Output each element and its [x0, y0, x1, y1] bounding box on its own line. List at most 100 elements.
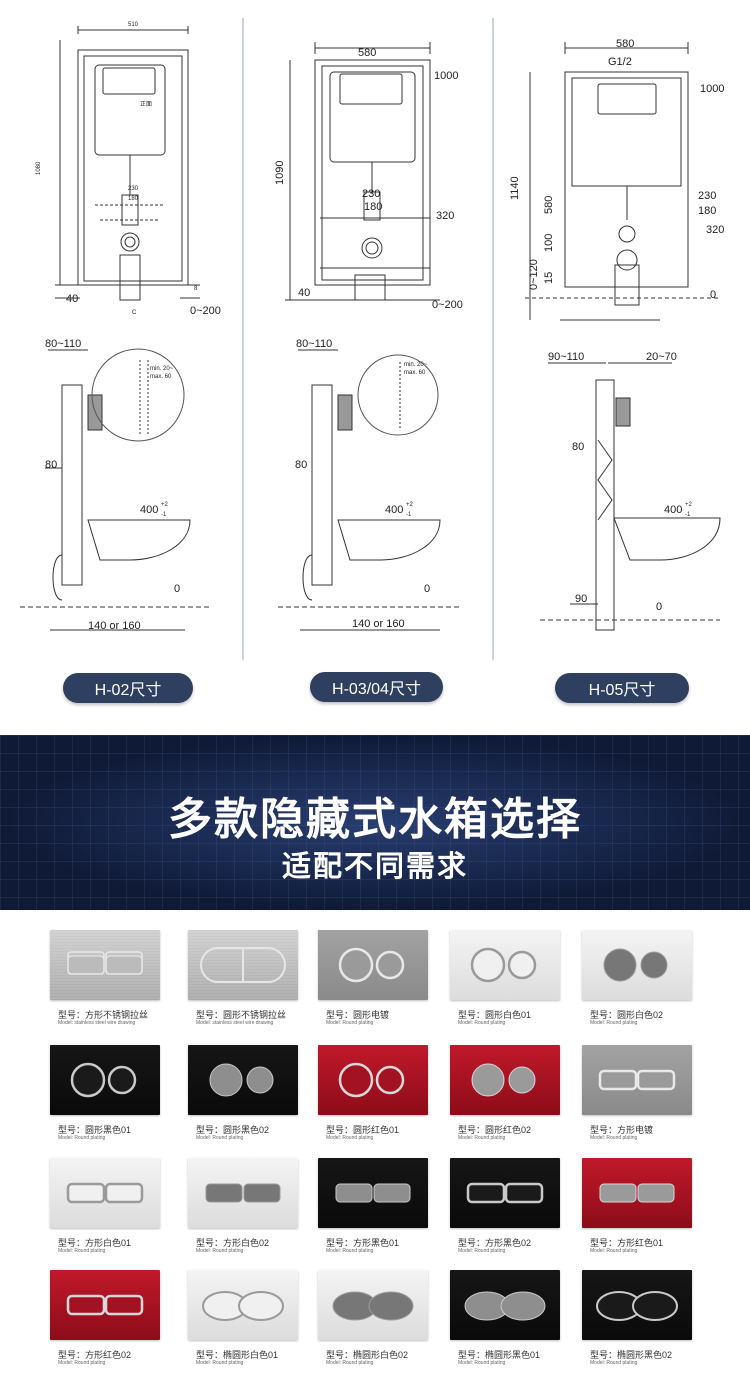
h02-side-140-160: 140 or 160 — [88, 620, 141, 632]
h02-dim-230: 230 — [128, 186, 139, 192]
h03-width-dim: 580 — [358, 47, 376, 59]
product-model-label: 型号：圆形不锈钢拉丝 — [196, 1010, 287, 1020]
flush-button — [470, 947, 506, 983]
h05-width-dim: 580 — [616, 38, 634, 50]
product-model-label: 型号：圆形电镀 — [326, 1010, 390, 1020]
h02-front-drawing — [55, 26, 200, 301]
flush-button-graphic — [188, 931, 298, 999]
flush-button — [200, 947, 244, 983]
flush-button — [205, 1183, 243, 1203]
h02-side-400: 400 — [140, 504, 158, 516]
product-model-sub: Model: Round plating — [590, 1135, 638, 1141]
h03-dim-0-200: 0~200 — [432, 299, 463, 311]
product-model-label: 型号：椭圆形白色01 — [196, 1350, 279, 1360]
flush-button — [338, 947, 374, 983]
flush-button-graphic — [338, 947, 405, 983]
flush-plate-image — [50, 930, 160, 1000]
flush-button — [209, 1063, 243, 1097]
flush-plate-image — [50, 1045, 160, 1115]
h05-front-drawing — [525, 42, 720, 321]
h05-dim-230: 230 — [698, 190, 716, 202]
selection-banner: 多款隐藏式水箱选择 适配不同需求 — [0, 735, 750, 910]
flush-button — [466, 1182, 506, 1204]
flush-button-graphic — [596, 1291, 678, 1321]
h02-dim-8: 8 — [194, 286, 198, 292]
flush-button-graphic — [603, 948, 668, 982]
flush-plate-image — [318, 1270, 428, 1340]
flush-plate-image — [188, 930, 298, 1000]
flush-button-graphic — [338, 1062, 405, 1098]
flush-button-graphic — [471, 1063, 536, 1097]
flush-button-graphic — [464, 1291, 546, 1321]
h03-height-dim: 1090 — [274, 161, 286, 185]
flush-button-graphic — [66, 1182, 144, 1204]
h03-max-label: max. 60 — [404, 370, 426, 376]
flush-button — [105, 951, 143, 975]
flush-button-graphic — [202, 1291, 284, 1321]
h02-width-dim: 510 — [128, 22, 139, 28]
flush-button-graphic — [66, 1294, 144, 1316]
h05-dim-180: 180 — [698, 205, 716, 217]
h05-side-400-sup: +2 — [685, 502, 693, 508]
flush-plate-image — [50, 1158, 160, 1228]
h03-front-drawing — [285, 42, 440, 301]
h05-dim-580: 580 — [543, 196, 555, 214]
h02-dim-c: C — [132, 310, 137, 316]
flush-button — [598, 1069, 638, 1091]
product-model-label: 型号：圆形黑色02 — [196, 1125, 270, 1135]
flush-button-graphic — [470, 947, 537, 983]
flush-button — [66, 1182, 106, 1204]
flush-button — [238, 1291, 284, 1321]
h02-side-0: 0 — [174, 583, 180, 595]
h05-height-dim: 1140 — [509, 176, 521, 200]
flush-button-graphic — [599, 1183, 675, 1203]
h02-side-80: 80 — [45, 459, 57, 471]
h05-dim-100: 100 — [543, 234, 555, 252]
badge-h05: H-05尺寸 — [555, 673, 689, 703]
h03-side-80: 80 — [295, 459, 307, 471]
product-model-sub: Model: Round plating — [58, 1248, 106, 1254]
flush-plate-image — [582, 1045, 692, 1115]
flush-button — [67, 951, 105, 975]
banner-subtitle: 适配不同需求 — [281, 851, 468, 883]
flush-button — [636, 1069, 676, 1091]
product-model-sub: Model: Round plating — [326, 1020, 374, 1026]
flush-button — [66, 1294, 106, 1316]
h05-side-90-110: 90~110 — [548, 351, 584, 363]
flush-button — [637, 1183, 675, 1203]
flush-button — [471, 1063, 505, 1097]
flush-button-graphic — [332, 1291, 414, 1321]
h02-dim-180: 180 — [128, 196, 139, 202]
product-model-label: 型号：方形黑色01 — [326, 1238, 400, 1248]
h05-side-400-sub: -1 — [685, 512, 691, 518]
flush-button — [507, 950, 537, 980]
flush-button — [375, 1065, 405, 1095]
flush-button — [104, 1294, 144, 1316]
drawings-svg: 510 1080 正面 230 180 40 0~200 C 8 — [20, 18, 724, 660]
h05-side-20-70: 20~70 — [646, 351, 677, 363]
flush-plate-image — [188, 1158, 298, 1228]
h03-min-label: min. 20~ — [404, 362, 428, 368]
h05-side-0: 0 — [656, 601, 662, 613]
flush-button — [368, 1291, 414, 1321]
h03-dim-40: 40 — [298, 287, 310, 299]
flush-plate-image — [582, 1158, 692, 1228]
flush-button — [70, 1062, 106, 1098]
badge-h03: H-03/04尺寸 — [310, 672, 443, 702]
h03-side-140-160: 140 or 160 — [352, 618, 405, 630]
h03-side-400: 400 — [385, 504, 403, 516]
product-model-sub: Model: Round plating — [196, 1248, 244, 1254]
h05-g12: G1/2 — [608, 56, 632, 68]
h05-dim-1000: 1000 — [700, 83, 724, 95]
flush-plate-image — [318, 930, 428, 1000]
product-model-sub: Model: Round plating — [590, 1360, 638, 1366]
h05-dim-320: 320 — [706, 224, 724, 236]
flush-button — [640, 951, 668, 979]
flush-button — [338, 1062, 374, 1098]
flush-button — [104, 1182, 144, 1204]
h05-dim-0-120: 0~120 — [528, 259, 540, 290]
flush-button-graphic — [598, 1069, 676, 1091]
product-model-label: 型号：方形电镀 — [590, 1125, 654, 1135]
